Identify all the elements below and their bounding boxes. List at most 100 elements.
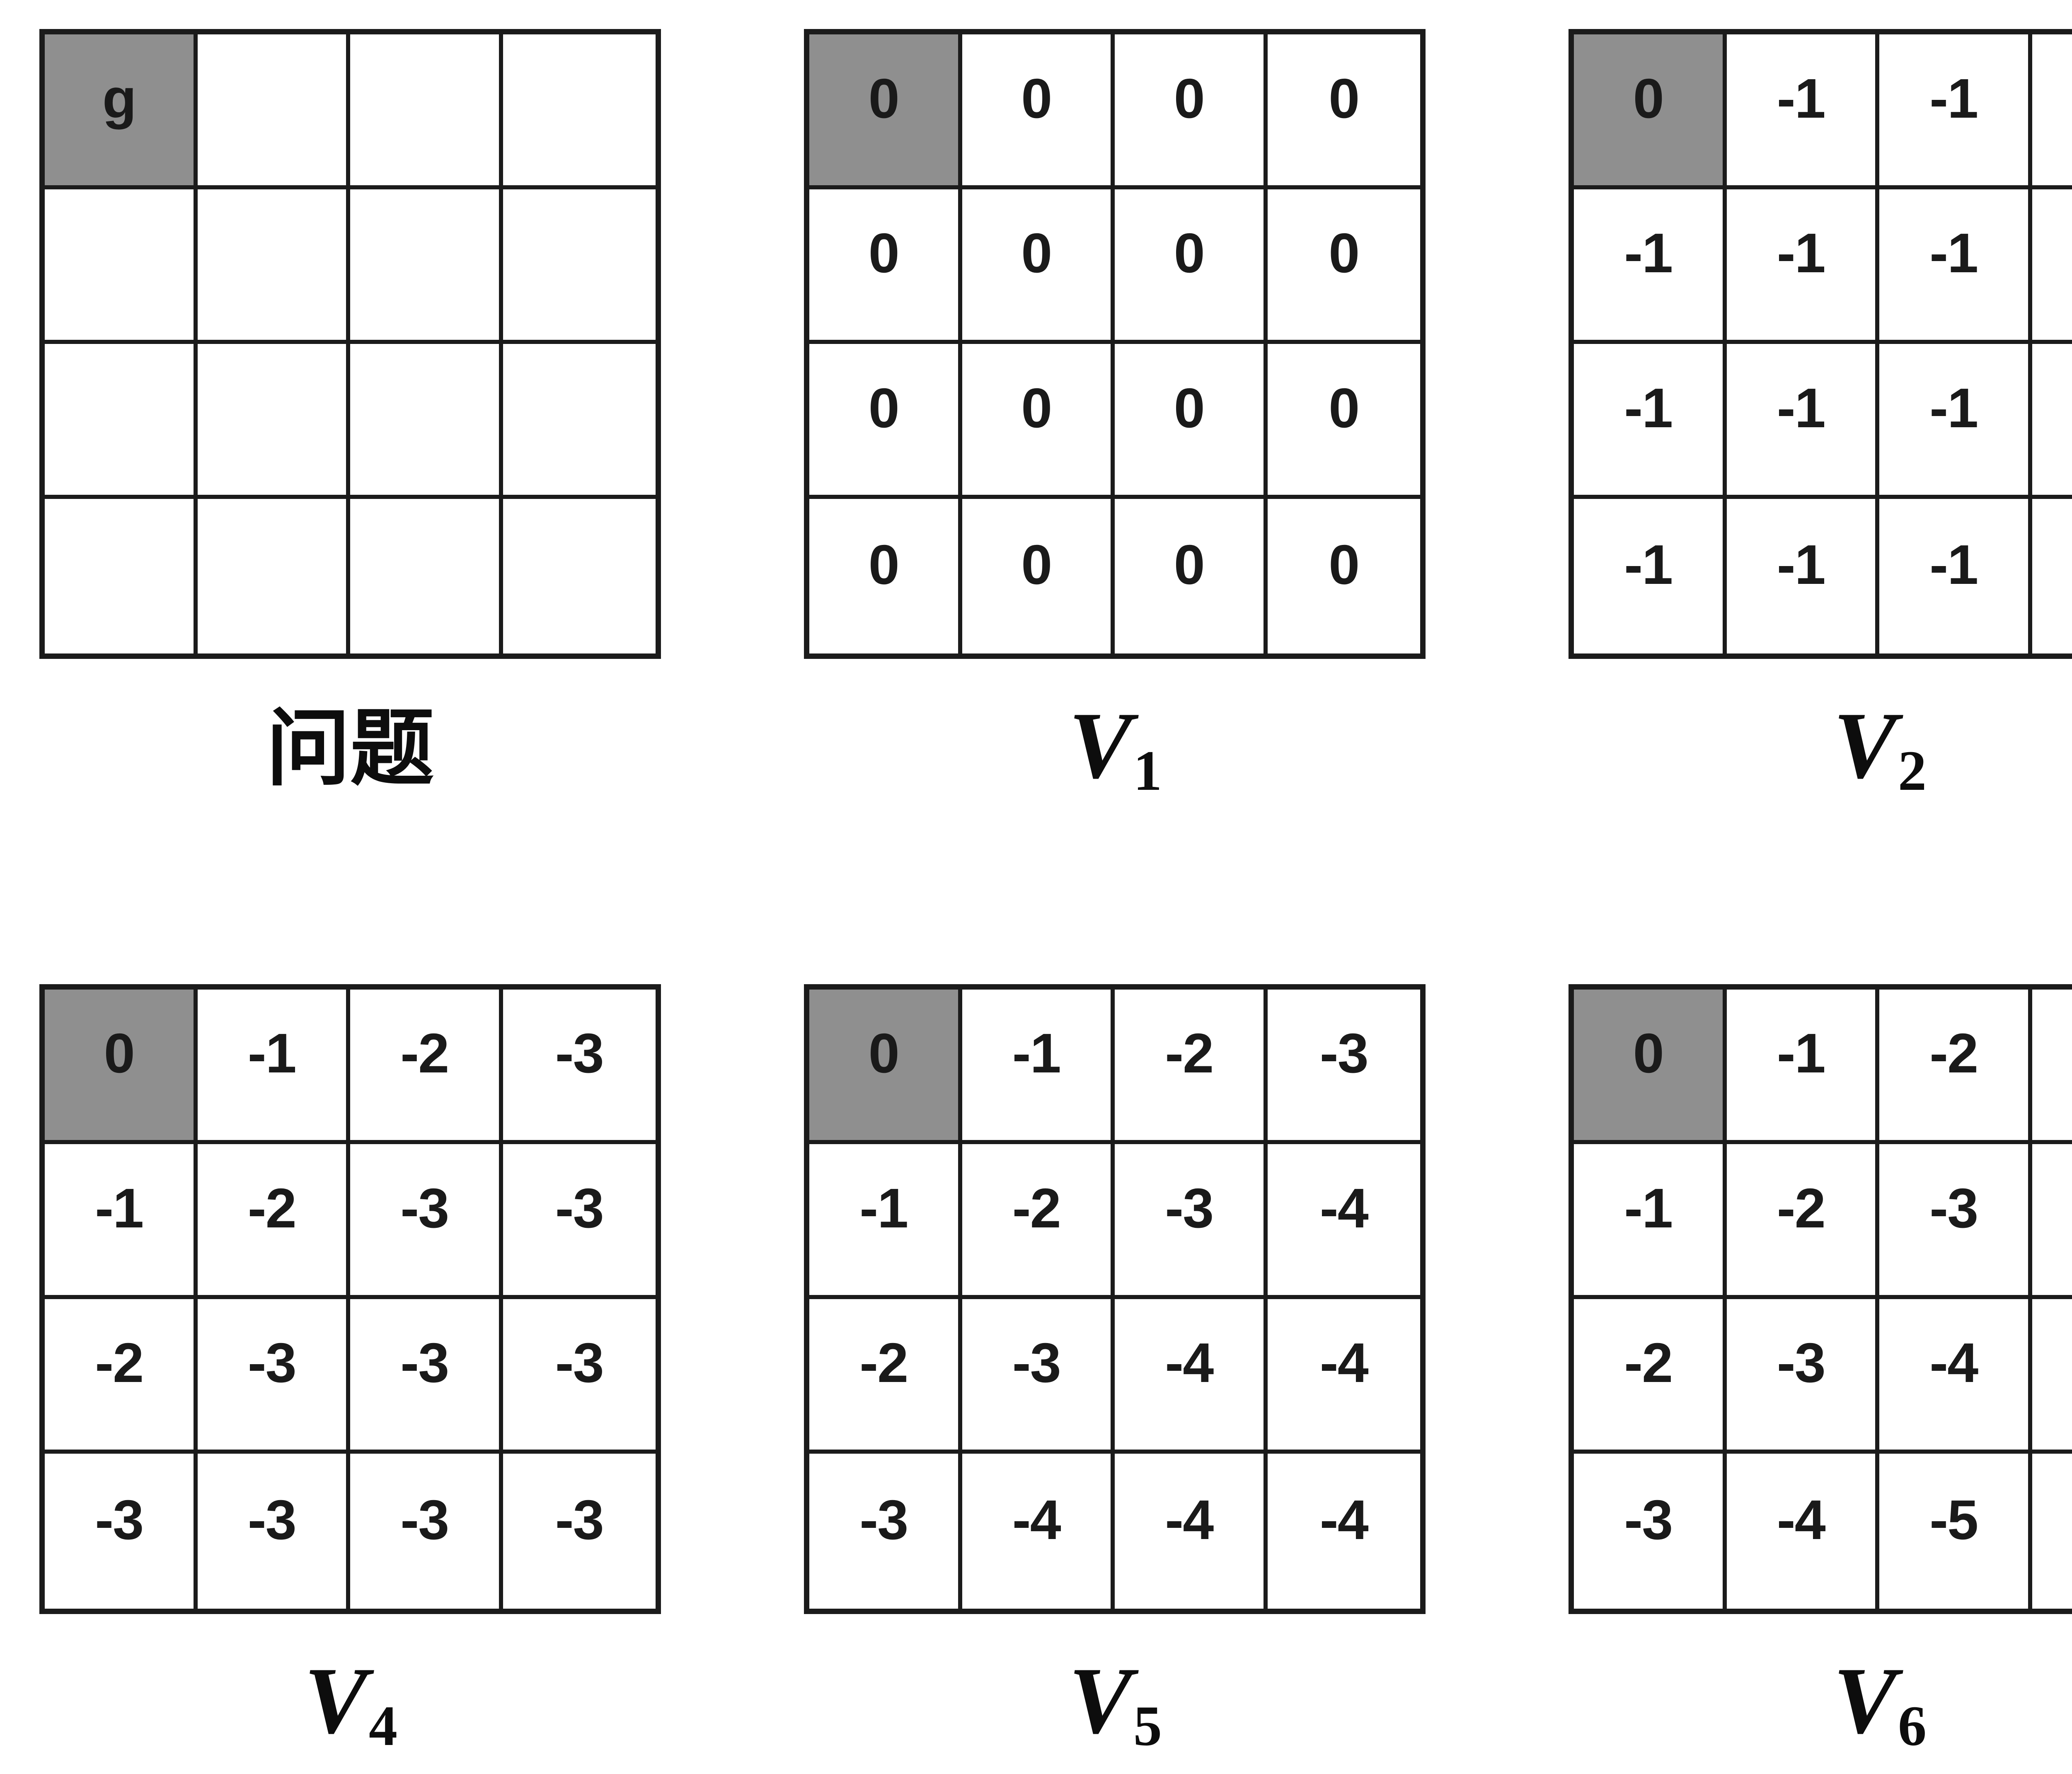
grid-cell xyxy=(197,34,350,189)
grid-cell: 0 xyxy=(962,189,1115,344)
grid-cell: 0 xyxy=(809,189,962,344)
label-base: V xyxy=(1068,1647,1133,1753)
grid-cell: -5 xyxy=(2032,1299,2072,1454)
grid-cell: -3 xyxy=(962,1299,1115,1454)
grid-cell: -3 xyxy=(1574,1454,1727,1609)
grid-cell: -2 xyxy=(350,989,503,1144)
grid-cell xyxy=(503,34,656,189)
grid-cell: -3 xyxy=(350,1144,503,1299)
grid-cell: -1 xyxy=(1879,344,2032,499)
grid-cell: -4 xyxy=(1115,1454,1268,1609)
grid-cell: -4 xyxy=(1267,1144,1420,1299)
grid-V5: 0-1-2-3-1-2-3-4-2-3-4-4-3-4-4-4 xyxy=(804,984,1426,1614)
grid-cell: 0 xyxy=(1115,34,1268,189)
grid-label-V4: V4 xyxy=(304,1650,397,1756)
grid-label-V2: V2 xyxy=(1833,695,1927,801)
label-base: V xyxy=(1068,692,1133,798)
grid-V6: 0-1-2-3-1-2-3-4-2-3-4-5-3-4-5-5 xyxy=(1569,984,2072,1614)
grid-cell: -2 xyxy=(1574,1299,1727,1454)
grid-cell xyxy=(350,344,503,499)
grid-cell: 0 xyxy=(962,344,1115,499)
grid-cell: -1 xyxy=(1879,499,2032,653)
goal-cell: 0 xyxy=(809,34,962,189)
grid-cell: -3 xyxy=(2032,990,2072,1144)
grid-cell: 0 xyxy=(1115,499,1268,653)
panel-problem: g 问题 xyxy=(39,29,661,796)
grid-cell: -1 xyxy=(1879,189,2032,344)
grid-V2: 0-1-1-1-1-1-1-1-1-1-1-1-1-1-1-1 xyxy=(1569,29,2072,659)
grid-cell xyxy=(198,499,350,653)
grid-cell xyxy=(45,344,198,499)
grid-cell xyxy=(45,189,198,344)
grid-cell: -3 xyxy=(503,1144,656,1299)
grid-cell xyxy=(197,189,350,344)
grid-cell: -1 xyxy=(962,989,1115,1144)
goal-cell: 0 xyxy=(1574,989,1727,1144)
grid-cell: 0 xyxy=(1329,533,1360,596)
grid-cell: -4 xyxy=(2032,1144,2072,1299)
grid-cell xyxy=(350,34,503,189)
grid-cell: -4 xyxy=(1115,1299,1268,1454)
grid-cell xyxy=(350,499,503,653)
grid-cell: 0 xyxy=(962,34,1115,189)
grid-label-V6: V6 xyxy=(1833,1647,1927,1756)
goal-cell: 0 xyxy=(1574,34,1727,189)
grid-cell: -4 xyxy=(1267,1299,1420,1454)
grid-cell: -3 xyxy=(197,1299,350,1454)
grid-cell: -4 xyxy=(1319,1488,1369,1551)
goal-cell: 0 xyxy=(45,989,198,1144)
grid-cell: -2 xyxy=(45,1299,198,1454)
grid-cell: -3 xyxy=(45,1454,198,1609)
grid-cell: -1 xyxy=(1574,499,1727,653)
grid-cell: -1 xyxy=(1879,34,2032,189)
grid-cell xyxy=(503,499,656,654)
grid-cell: -3 xyxy=(1879,1144,2032,1299)
grid-cell: -4 xyxy=(1727,1454,1879,1609)
grid-cell: -2 xyxy=(1115,989,1268,1144)
grid-cell xyxy=(503,344,656,499)
grid-cell: 0 xyxy=(1267,34,1420,189)
grid-cell: -1 xyxy=(1726,989,1879,1144)
grid-cell: -1 xyxy=(197,989,350,1144)
grid-cell: -1 xyxy=(809,1144,962,1299)
grid-cell xyxy=(197,344,350,499)
panel-V6: 0-1-2-3-1-2-3-4-2-3-4-5-3-4-5-5V6 xyxy=(1569,984,2072,1756)
grid-cell: 0 xyxy=(809,499,962,653)
grid-cell: -1 xyxy=(1727,499,1879,653)
grid-cell: -1 xyxy=(1574,1144,1727,1299)
grid-cell: -1 xyxy=(1726,344,1879,499)
grid-cell: 0 xyxy=(1115,189,1268,344)
grid-cell: -3 xyxy=(350,1299,503,1454)
grid-cell: -3 xyxy=(1726,1299,1879,1454)
grid-cell: -4 xyxy=(1879,1299,2032,1454)
grid-cell xyxy=(350,189,503,344)
grid-cell: -5 xyxy=(1879,1454,2032,1609)
grid-cell: -5 xyxy=(2032,1454,2072,1609)
grid-cell: -3 xyxy=(1267,990,1420,1144)
label-base: V xyxy=(1833,1647,1897,1753)
grid-cell xyxy=(503,189,656,344)
grid-cell: -4 xyxy=(962,1454,1115,1609)
grid-cell: -2 xyxy=(197,1144,350,1299)
grid-cell: -1 xyxy=(2032,189,2072,344)
panel-V2: 0-1-1-1-1-1-1-1-1-1-1-1-1-1-1-1V2 xyxy=(1569,29,2072,801)
grid-label-problem: 问题 xyxy=(266,695,434,796)
label-subscript: 1 xyxy=(1133,739,1162,803)
grid-cell: -1 xyxy=(2032,344,2072,499)
goal-cell: g xyxy=(45,34,198,189)
grid-cell: -1 xyxy=(2032,34,2072,189)
grid-cell: -3 xyxy=(1115,1144,1268,1299)
grid-cell: -2 xyxy=(809,1299,962,1454)
grid-cell: 0 xyxy=(1115,344,1268,499)
grid-cell: 0 xyxy=(809,344,962,499)
grid-cell: 0 xyxy=(1267,189,1420,344)
grid-cell: -3 xyxy=(555,1488,604,1551)
grid-label-V5: V5 xyxy=(1068,1647,1162,1756)
grid-cell: -3 xyxy=(503,1299,656,1454)
